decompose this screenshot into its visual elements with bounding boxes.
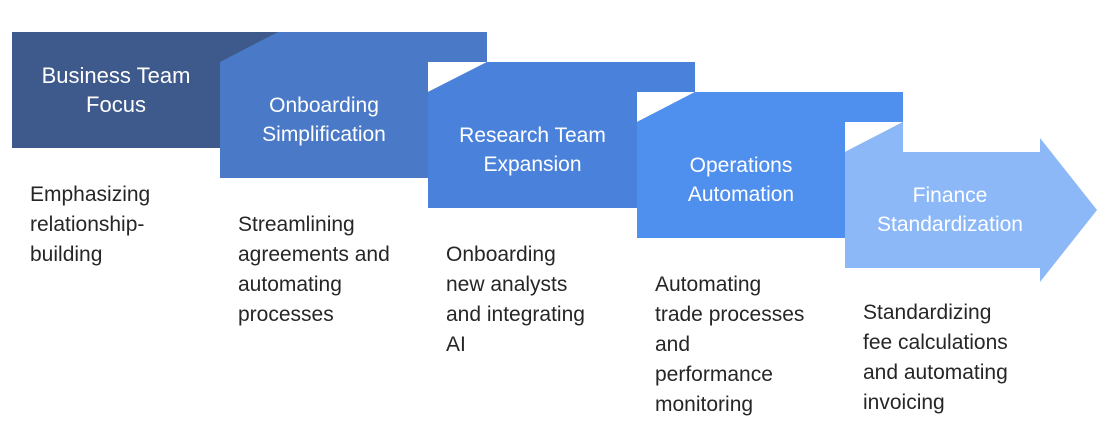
step-4-description: Automating trade processes and performan… — [655, 273, 805, 416]
step-2-box — [220, 62, 428, 178]
step-2-flap — [220, 32, 487, 62]
step-3-description: Onboarding new analysts and integrating … — [446, 243, 585, 356]
step-2-description: Streamlining agreements and automating p… — [238, 213, 390, 326]
step-4-box — [637, 122, 845, 238]
step-3-box — [428, 92, 637, 208]
step-2-title: Onboarding Simplification — [262, 94, 386, 146]
step-3-title: Research Team Expansion — [459, 124, 606, 176]
step-3-flap — [428, 62, 695, 92]
step-5-arrow — [845, 138, 1097, 282]
step-5-description: Standardizing fee calculations and autom… — [863, 301, 1008, 414]
step-5-title: Finance Standardization — [877, 184, 1023, 236]
step-1-title: Business Team Focus — [41, 63, 191, 117]
step-4-flap — [637, 92, 903, 122]
step-5-flap — [845, 122, 903, 152]
step-4-title: Operations Automation — [687, 154, 795, 206]
step-1-description: Emphasizing relationship- building — [30, 183, 151, 266]
